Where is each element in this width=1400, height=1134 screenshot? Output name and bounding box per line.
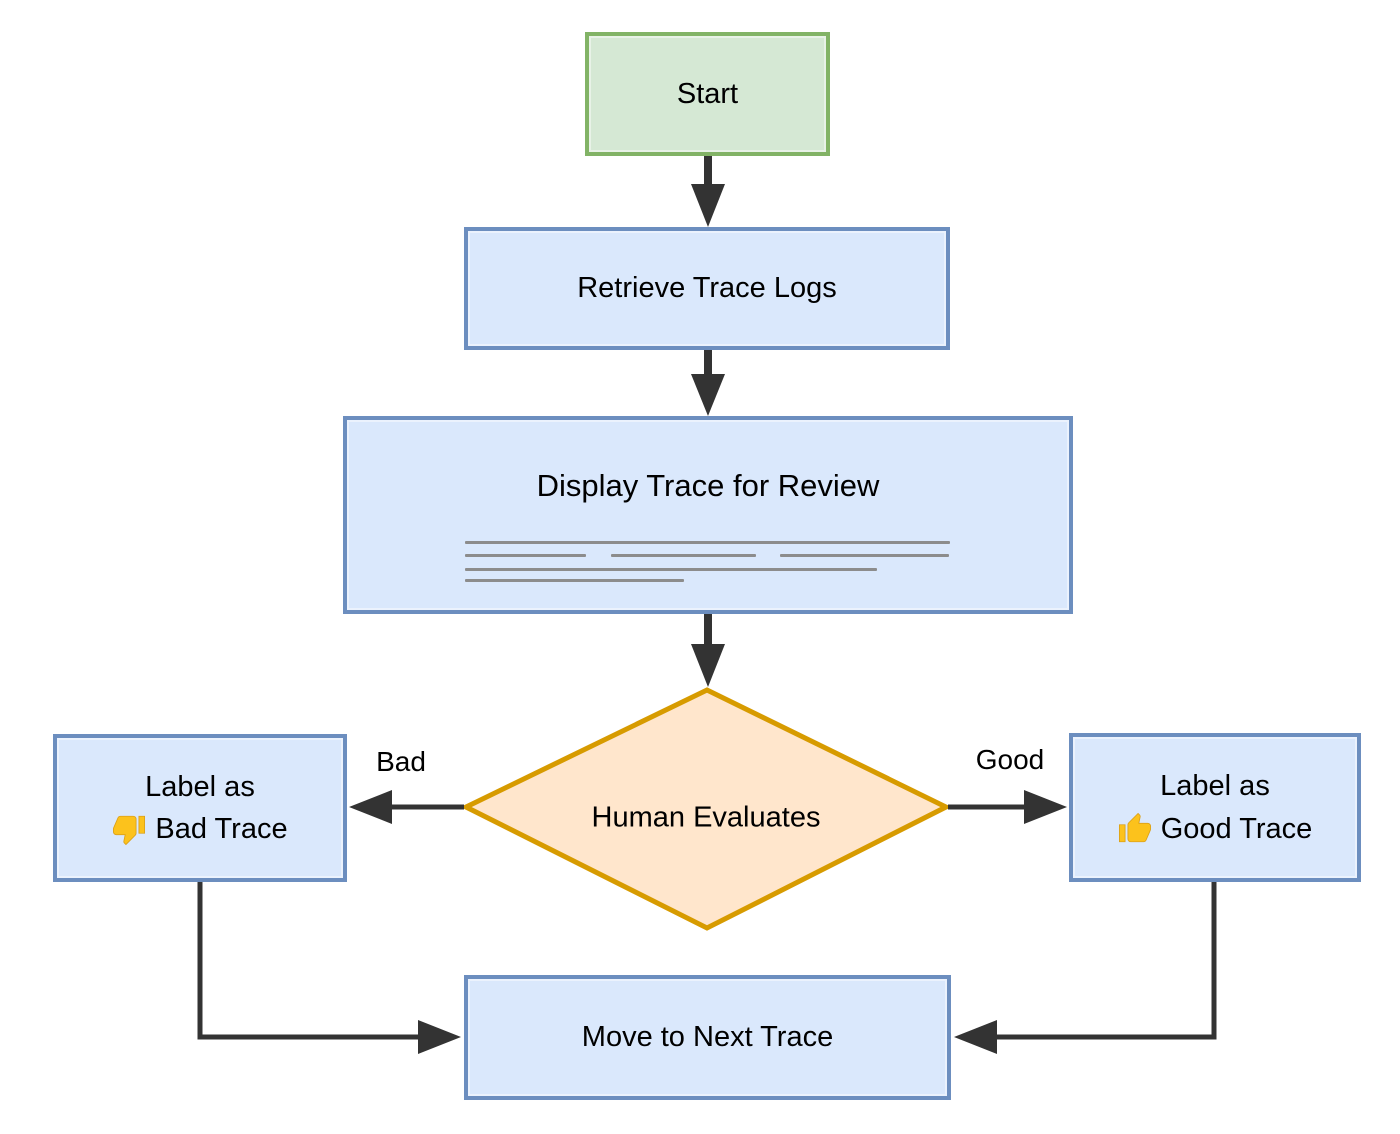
node-decision-label: Human Evaluates (591, 801, 821, 834)
trace-preview-line (780, 554, 949, 557)
arrow-start-to-retrieve (691, 154, 725, 227)
node-display-label: Display Trace for Review (536, 468, 880, 503)
node-display-trace: Display Trace for Review (343, 416, 1073, 614)
node-retrieve-trace-logs: Retrieve Trace Logs (464, 227, 950, 350)
trace-preview-line (465, 554, 586, 557)
node-label-good-text: Good Trace (1160, 812, 1313, 845)
arrow-display-to-decision (691, 611, 725, 687)
node-label-good-line2: Good Trace (1118, 808, 1313, 850)
node-label-good-trace: Label as Good Trace (1069, 733, 1361, 882)
node-label-good-line1: Label as (1160, 770, 1270, 803)
edge-label-bad: Bad (376, 746, 426, 777)
decision-diamond-shape (460, 687, 952, 931)
node-retrieve-label: Retrieve Trace Logs (577, 272, 837, 305)
trace-preview-line (465, 568, 877, 571)
arrow-retrieve-to-display (691, 348, 725, 416)
node-start: Start (585, 32, 830, 156)
node-label-bad-line2: Bad Trace (112, 808, 288, 850)
node-start-label: Start (676, 77, 739, 110)
node-label-bad-line1: Label as (145, 770, 255, 803)
trace-preview-line (465, 541, 950, 544)
arrow-decision-to-bad (349, 790, 464, 824)
thumbs-down-icon (113, 815, 146, 846)
trace-preview-line (611, 554, 756, 557)
node-next-label: Move to Next Trace (581, 1021, 834, 1054)
arrow-bad-to-next (197, 881, 461, 1054)
arrow-good-to-next (954, 881, 1217, 1054)
node-label-bad-text: Bad Trace (155, 813, 288, 845)
edge-label-good: Good (975, 744, 1045, 775)
node-move-to-next-trace: Move to Next Trace (464, 975, 951, 1100)
thumbs-up-icon (1118, 812, 1151, 842)
node-label-bad-trace: Label as Bad Trace (53, 734, 347, 882)
trace-preview-line (465, 579, 684, 582)
arrow-decision-to-good (948, 790, 1067, 824)
